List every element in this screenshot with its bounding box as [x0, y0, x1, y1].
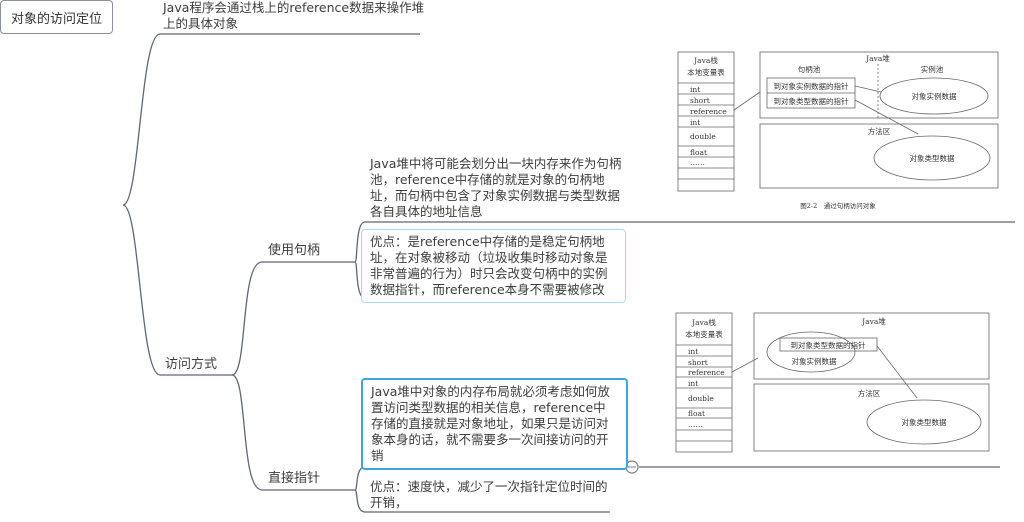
direct-pointer-topic[interactable]: 直接指针: [268, 471, 321, 486]
slot: float: [690, 148, 707, 157]
handle-access-diagram: Java栈 本地变量表 int short reference int doub…: [677, 51, 999, 210]
slot: reference: [690, 107, 727, 116]
stack-title: Java栈: [691, 317, 716, 327]
instance-pool-label: 实例池: [921, 64, 944, 74]
slot: ……: [688, 420, 703, 429]
slot: int: [688, 379, 698, 388]
handle-topic[interactable]: 使用句柄: [268, 243, 321, 258]
handle-advantage[interactable]: 优点：是reference中存储的是稳定句柄地址，在对象被移动（垃圾收集时移动对…: [361, 229, 626, 303]
heap-label: Java堆: [865, 53, 890, 63]
figure-caption: 图2-2 通过句柄访问对象: [800, 201, 876, 210]
access-method-topic[interactable]: 访问方式: [165, 357, 218, 372]
slot: int: [690, 118, 700, 127]
slot: float: [688, 409, 705, 418]
type-pointer: 到对象类型数据的指针: [791, 340, 866, 350]
slot: reference: [688, 368, 725, 377]
stack-title: Java栈: [693, 55, 718, 65]
slot: ……: [690, 158, 705, 167]
direct-pointer-diagram: Java栈 本地变量表 int short reference int doub…: [675, 312, 990, 453]
root-topic-label: 对象的访问定位: [10, 11, 102, 27]
instance-data: 对象实例数据: [792, 356, 837, 366]
slot: short: [688, 358, 708, 367]
slot: int: [690, 85, 700, 94]
method-area-label: 方法区: [868, 126, 891, 136]
top-note-topic[interactable]: Java程序会通过栈上的reference数据来操作堆上的具体对象: [163, 0, 425, 31]
root-topic[interactable]: 对象的访问定位: [0, 0, 113, 34]
type-data: 对象类型数据: [902, 417, 947, 427]
instance-data: 对象实例数据: [912, 91, 957, 101]
instance-pointer: 到对象实例数据的指针: [774, 81, 849, 91]
slot: short: [690, 96, 710, 105]
heap-label: Java堆: [861, 316, 886, 326]
slot: double: [690, 132, 716, 141]
local-var-table-title: 本地变量表: [685, 329, 723, 339]
direct-description[interactable]: Java堆中对象的内存布局就必须考虑如何放置访问类型数据的相关信息，refere…: [361, 378, 628, 470]
local-var-table-title: 本地变量表: [687, 67, 725, 77]
method-area-label: 方法区: [858, 388, 881, 398]
handle-pool-label: 句柄池: [798, 64, 821, 74]
slot: int: [688, 347, 698, 356]
type-pointer: 到对象类型数据的指针: [774, 96, 849, 106]
type-data: 对象类型数据: [910, 153, 955, 163]
slot: double: [688, 394, 714, 403]
handle-description[interactable]: Java堆中将可能会划分出一块内存来作为句柄池，reference中存储的就是对…: [370, 156, 622, 219]
direct-advantage[interactable]: 优点：速度快，减少了一次指针定位时间的开销，: [370, 479, 608, 510]
